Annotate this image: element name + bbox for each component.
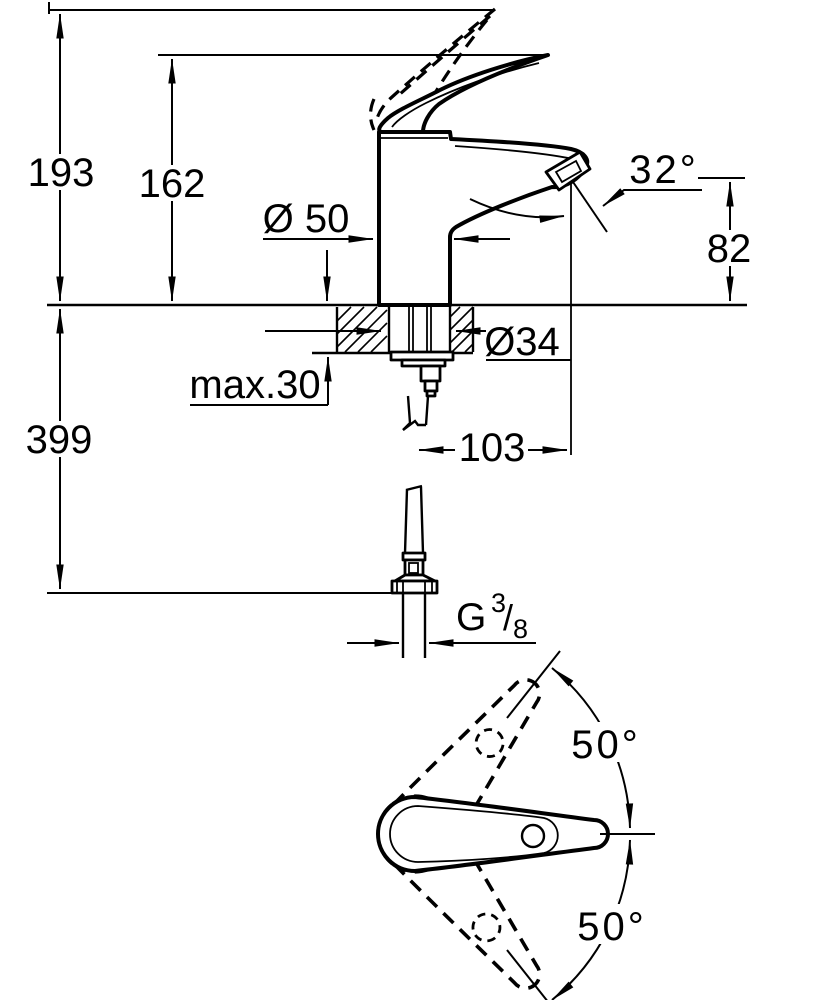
front-view: 193 162 399 Ø 50 max.30 Ø34 103 32° 82 G…: [26, 2, 753, 658]
raised-lever-base-arc: [368, 98, 376, 131]
label-mask: [33, 154, 89, 190]
label-mask: [32, 421, 88, 457]
dim-label-max-thickness: max.30: [189, 363, 320, 407]
hose-lower-walls: [403, 484, 425, 554]
raised-lever-top-edge: [374, 7, 497, 123]
stream-angle-line: [570, 178, 608, 233]
dim-label-shank-diameter: Ø34: [484, 320, 560, 364]
fixing-nut: [419, 364, 442, 383]
angle-32-arc: [469, 198, 565, 223]
hose-upper-cut: [402, 419, 426, 431]
spout-inner-line: [454, 145, 574, 160]
handle-up-hole: [474, 728, 505, 758]
hatching-left: [336, 306, 388, 353]
raised-lever-mid-edge: [398, 14, 492, 96]
union-nut: [390, 579, 439, 595]
faucet-body-spout: [377, 130, 590, 307]
hose-adapter-tip: [425, 389, 437, 398]
handle-screw-hole: [520, 823, 546, 849]
handle-down-hole: [471, 912, 502, 943]
connection-hose: [390, 395, 439, 658]
label-mask: [145, 165, 201, 201]
aerator-inner: [554, 159, 583, 184]
shank-assembly: [387, 306, 455, 398]
angle-32-leader: [602, 188, 702, 207]
handle-top-view: [376, 795, 610, 873]
top-view: 50° 50°: [376, 650, 655, 1000]
handle-inner-contour: [389, 805, 559, 863]
hatching-right: [449, 306, 474, 353]
aerator: [544, 150, 592, 192]
label-mask: [705, 230, 753, 266]
dim-label-hose-length: 399: [26, 418, 93, 462]
dimension-lines: [56, 13, 734, 647]
faucet-lever: [377, 53, 550, 134]
dim-label-spout-reach: 103: [459, 426, 526, 470]
hose-adapter: [423, 379, 439, 393]
lever-inner-line: [391, 62, 540, 128]
swing-radial-lower: [506, 949, 548, 1000]
counter-section: [335, 306, 475, 353]
dim-label-swing-lower: 50°: [577, 905, 647, 949]
hose-connector-window: [408, 562, 419, 574]
dim-label-swing-upper: 50°: [571, 723, 641, 767]
dim-label-thread: G 3 / 8: [456, 588, 528, 644]
label-mask: [572, 722, 648, 762]
dim-label-overall-height: 193: [28, 151, 95, 195]
dim-label-base-diameter: Ø 50: [263, 197, 350, 241]
dim-label-outlet-height: 82: [707, 227, 752, 271]
label-mask: [578, 904, 654, 944]
dim-label-lever-height: 162: [139, 162, 206, 206]
dim-label-stream-angle: 32°: [629, 148, 699, 192]
swing-radial-upper: [506, 650, 561, 719]
